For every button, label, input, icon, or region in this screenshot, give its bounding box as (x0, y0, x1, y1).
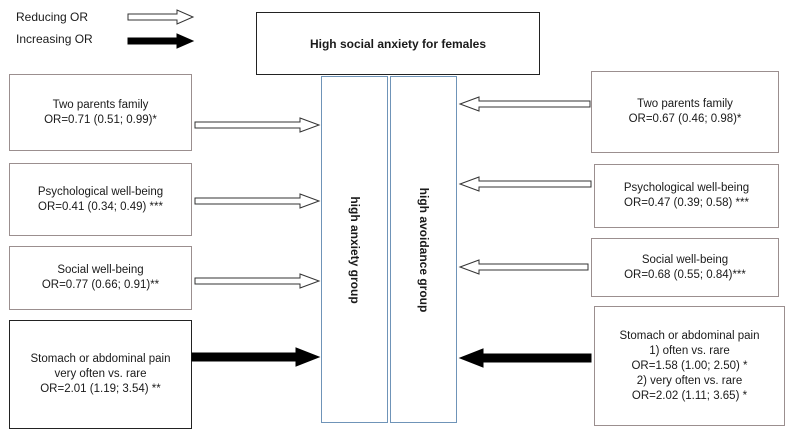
legend-increasing-label: Increasing OR (16, 32, 93, 46)
left-arrow-two-parents (194, 117, 321, 133)
left-box-two-parents-label: Two parents family (52, 98, 149, 111)
left-box-stomach: Stomach or abdominal pain very often vs.… (9, 320, 192, 429)
left-arrow-social (194, 273, 321, 289)
right-box-social-or: OR=0.68 (0.55; 0.84)*** (624, 268, 746, 281)
right-box-social: Social well-being OR=0.68 (0.55; 0.84)**… (591, 238, 779, 297)
right-box-two-parents-label: Two parents family (637, 98, 733, 110)
right-box-two-parents-or: OR=0.67 (0.46; 0.98)* (628, 113, 742, 125)
right-box-stomach-comparison-1: 1) often vs. rare (649, 344, 730, 357)
left-arrow-psychological (194, 193, 321, 209)
left-box-stomach-comparison: very often vs. rare (54, 368, 147, 380)
title-box: High social anxiety for females (256, 12, 540, 75)
high-avoidance-group-column: high avoidance group (390, 76, 457, 423)
left-box-psychological: Psychological well-being OR=0.41 (0.34; … (9, 163, 192, 236)
right-box-stomach-label: Stomach or abdominal pain (619, 329, 760, 342)
right-box-stomach-comparison-2: 2) very often vs. rare (636, 374, 743, 387)
right-box-psychological: Psychological well-being OR=0.47 (0.39; … (594, 164, 779, 228)
right-box-psychological-label: Psychological well-being (623, 182, 750, 194)
right-arrow-two-parents (458, 96, 591, 112)
right-box-stomach-or-2: OR=2.02 (1.11; 3.65) * (631, 389, 748, 402)
left-box-two-parents-or: OR=0.71 (0.51; 0.99)* (44, 113, 157, 126)
left-arrow-stomach (191, 347, 321, 367)
left-box-social-or: OR=0.77 (0.66; 0.91)** (41, 279, 160, 291)
legend-increasing-arrow (127, 33, 195, 49)
left-box-psychological-label: Psychological well-being (37, 185, 164, 198)
right-box-stomach-or-1: OR=1.58 (1.00; 2.50) * (631, 359, 748, 372)
left-box-social-label: Social well-being (57, 264, 144, 276)
left-box-two-parents: Two parents family OR=0.71 (0.51; 0.99)* (9, 74, 192, 151)
left-box-psychological-or: OR=0.41 (0.34; 0.49) *** (38, 200, 163, 213)
diagram-title: High social anxiety for females (309, 36, 487, 51)
right-arrow-psychological (458, 176, 592, 192)
right-box-two-parents: Two parents family OR=0.67 (0.46; 0.98)* (591, 71, 779, 153)
left-box-social: Social well-being OR=0.77 (0.66; 0.91)** (9, 246, 192, 310)
left-box-stomach-or: OR=2.01 (1.19; 3.54) ** (40, 383, 161, 395)
right-box-stomach: Stomach or abdominal pain 1) often vs. r… (594, 306, 785, 426)
legend-reducing-label: Reducing OR (16, 10, 89, 24)
legend-reducing-arrow (127, 9, 195, 25)
right-arrow-social (458, 259, 589, 275)
right-arrow-stomach (458, 348, 592, 368)
right-box-social-label: Social well-being (641, 253, 729, 266)
right-box-psychological-or: OR=0.47 (0.39; 0.58) *** (624, 197, 749, 209)
high-anxiety-group-column: high anxiety group (321, 76, 388, 423)
left-box-stomach-label: Stomach or abdominal pain (30, 353, 171, 365)
